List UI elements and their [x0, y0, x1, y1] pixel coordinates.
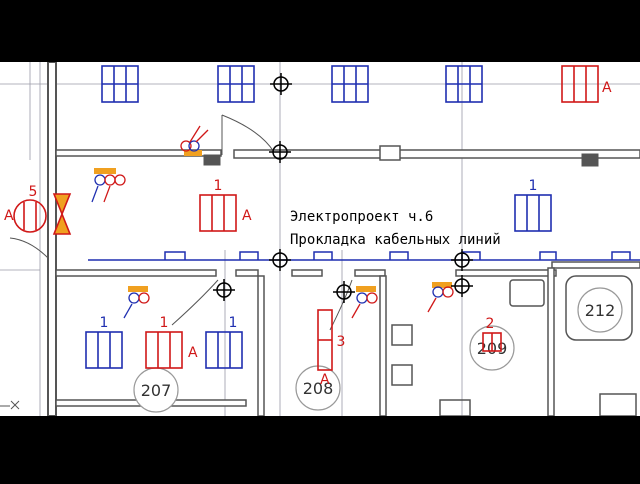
luminaires-blue — [85, 65, 552, 369]
top-letterbox — [0, 0, 640, 62]
bottom-letterbox — [0, 416, 640, 480]
room-circle-208: 208 — [295, 365, 341, 411]
fixture-label: 1 — [160, 315, 169, 331]
luminaire-blue-icon — [101, 65, 139, 103]
luminaire-red-icon — [561, 65, 599, 103]
luminaire-blue-icon — [514, 194, 552, 232]
fixture-label: 3 — [337, 334, 346, 350]
cable-run-blue — [88, 251, 640, 261]
luminaire-blue-icon — [445, 65, 483, 103]
crosshair-icon — [270, 73, 292, 95]
crosshair-icon — [451, 249, 473, 271]
crosshair-icon — [269, 141, 291, 163]
fixture-label: 5 — [29, 184, 38, 200]
room-circle-207: 207 — [133, 367, 179, 413]
drawing-title-line-2: Прокладка кабельных линий — [290, 232, 501, 248]
fixture-label: 1 — [100, 315, 109, 331]
fixture-label: 1 — [229, 315, 238, 331]
luminaire-blue-icon — [217, 65, 255, 103]
luminaire-red-icon — [482, 332, 502, 352]
marker-a: А — [4, 208, 14, 224]
room-circle-212: 212 — [577, 287, 623, 333]
luminaire-red-icon — [145, 331, 183, 369]
fixture-label: 1 — [529, 178, 538, 194]
luminaire-blue-icon — [331, 65, 369, 103]
marker-a: А — [188, 345, 198, 361]
luminaires-red — [13, 65, 599, 371]
luminaire-blue-icon — [85, 331, 123, 369]
crosshair-icon — [451, 275, 473, 297]
emergency-luminaire-icon — [13, 199, 47, 233]
room-number-208: 208 — [303, 379, 334, 398]
luminaire-blue-icon — [205, 331, 243, 369]
marker-a: А — [602, 80, 612, 96]
luminaire-red-icon — [199, 194, 237, 232]
switch-cluster-icon — [91, 125, 454, 319]
fixture-label: 1 — [214, 178, 223, 194]
crosshair-icon — [333, 281, 355, 303]
fixture-label: 2 — [486, 316, 495, 332]
crosshair-markers — [213, 73, 473, 303]
hourglass-icon — [52, 193, 72, 235]
marker-a: А — [320, 372, 330, 388]
crosshair-icon — [213, 279, 235, 301]
room-number-207: 207 — [141, 381, 172, 400]
crosshair-icon — [269, 249, 291, 271]
luminaire-red-icon — [317, 309, 333, 371]
marker-a: А — [242, 208, 252, 224]
ucs-icon — [0, 400, 20, 410]
room-number-212: 212 — [585, 301, 616, 320]
drawing-title-line-1: Электропроект ч.6 — [290, 209, 433, 225]
